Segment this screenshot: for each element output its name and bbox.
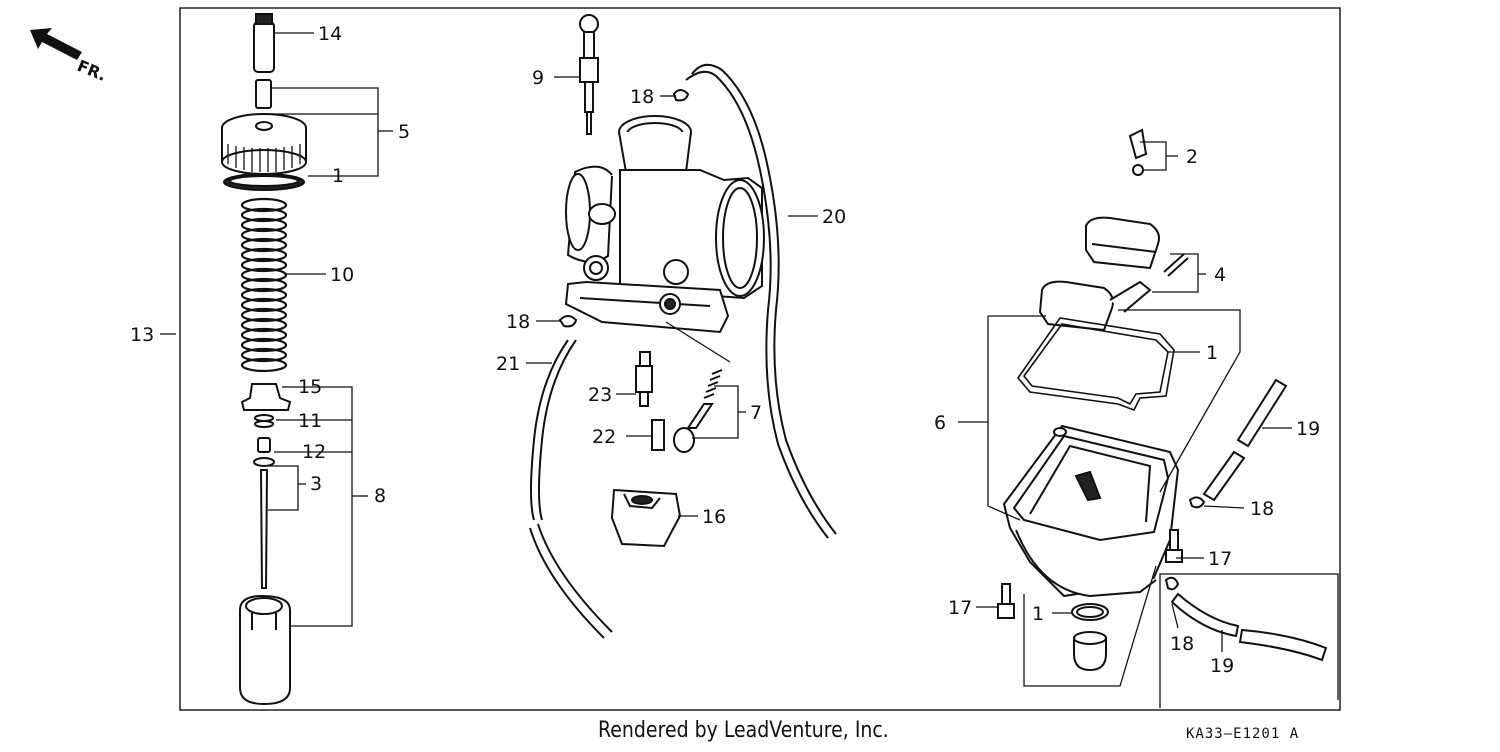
diagram-code: KA33–E1201 A [1186,726,1300,742]
left-leader-lines [160,32,393,627]
right-leader-lines [958,141,1339,708]
callout-21: 21 [496,353,520,375]
callout-16: 16 [702,506,726,528]
callout-12: 12 [302,441,326,463]
callout-4: 4 [1214,264,1226,286]
callout-13: 13 [130,324,154,346]
callout-6: 6 [934,412,946,434]
callout-18-inset: 18 [1170,633,1194,655]
callout-19-lower: 19 [1210,655,1234,677]
callout-19-upper: 19 [1296,418,1320,440]
callout-20: 20 [822,206,846,228]
center-hoses [529,63,837,639]
callout-18-right: 18 [1250,498,1274,520]
callout-11: 11 [298,410,322,432]
callout-2: 2 [1186,146,1198,168]
callout-9: 9 [532,67,544,89]
carburetor-body [564,14,765,334]
front-direction-label: FR. [75,56,110,85]
callout-8: 8 [374,485,386,507]
render-credit: Rendered by LeadVenture, Inc. [598,718,889,743]
callout-23: 23 [588,384,612,406]
front-direction-arrow-icon [30,28,82,60]
footer: Rendered by LeadVenture, Inc. KA33–E1201… [0,712,1500,748]
center-small-parts [558,89,723,548]
callout-18-top: 18 [630,86,654,108]
callout-numbers: 14 5 1 10 13 15 11 12 3 8 9 18 20 18 21 … [130,23,1320,677]
callout-7: 7 [750,402,762,424]
callout-3: 3 [310,473,322,495]
callout-15: 15 [298,376,322,398]
throttle-valve-assembly [221,13,307,706]
callout-1-cap-gasket: 1 [332,165,344,187]
callout-14: 14 [318,23,342,45]
callout-1-drain-oring: 1 [1032,603,1044,625]
callout-5: 5 [398,121,410,143]
callout-1-bowl-gasket: 1 [1206,342,1218,364]
callout-17-right: 17 [1208,548,1232,570]
callout-10: 10 [330,264,354,286]
center-leader-lines [526,76,818,517]
callout-17-left: 17 [948,597,972,619]
callout-18-left: 18 [506,311,530,333]
diagram-frame [179,7,1341,711]
callout-22: 22 [592,426,616,448]
float-bowl-assembly [997,128,1328,672]
